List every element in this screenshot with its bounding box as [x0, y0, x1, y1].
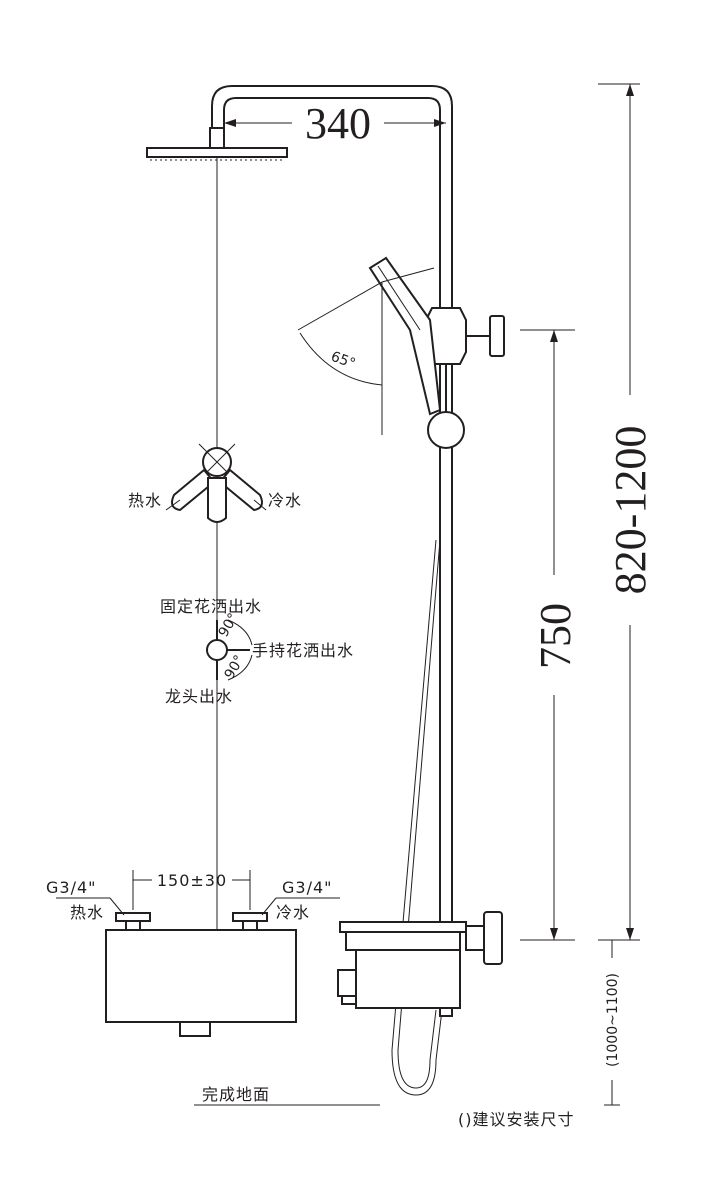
dimension-820-1200: 820-1200 [598, 83, 655, 941]
angle-65-marker: 65° [297, 267, 435, 435]
valve-body-front [105, 870, 297, 1037]
install-note: ()建议安装尺寸 [458, 1110, 575, 1129]
dimension-340: 340 [224, 99, 446, 148]
dimension-150: 150±30 [133, 871, 250, 890]
dimension-install-height: (1000~1100) [604, 940, 621, 1106]
hand-shower [368, 256, 442, 416]
inlet-left-label: 热水 [70, 903, 104, 922]
install-height-label: (1000~1100) [605, 973, 621, 1067]
shower-arm [211, 85, 453, 305]
rotation-90-lower: 90° [222, 652, 248, 682]
fixed-shower-label: 固定花洒出水 [160, 597, 262, 616]
height-750-label: 750 [531, 603, 580, 669]
tap-outlet-label: 龙头出水 [165, 687, 233, 706]
shower-hose [391, 539, 443, 1096]
dim-340-label: 340 [305, 99, 371, 148]
hand-shower-label: 手持花洒出水 [252, 641, 354, 660]
finished-floor: 完成地面 [194, 1085, 380, 1106]
height-range-label: 820-1200 [606, 426, 655, 595]
lever-cold-label: 冷水 [268, 491, 302, 510]
three-way-diverter [206, 619, 253, 681]
rain-shower-head [146, 127, 288, 161]
inlet-spacing-label: 150±30 [157, 871, 227, 890]
inlet-right-label: 冷水 [276, 903, 310, 922]
floor-label: 完成地面 [202, 1085, 270, 1104]
lever-hot-label: 热水 [128, 491, 162, 510]
valve-side-view [337, 911, 503, 1017]
inlet-left-size: G3/4" [46, 878, 97, 897]
angle-label: 65° [329, 349, 358, 373]
dimension-750: 750 [520, 329, 580, 941]
slider-holder [425, 307, 505, 449]
inlet-right-size: G3/4" [282, 878, 333, 897]
diverter-lever-symbol [165, 443, 267, 523]
